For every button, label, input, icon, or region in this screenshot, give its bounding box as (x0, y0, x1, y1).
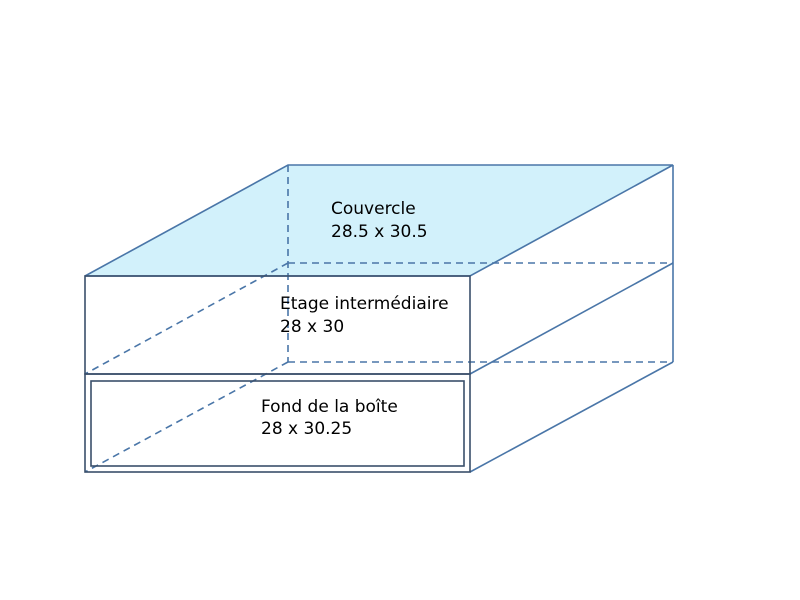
front-lower-panel (84, 373, 471, 473)
lid-name-label: Couvercle (331, 199, 416, 219)
hidden-bottom-left-edge (84, 361, 289, 473)
bottom-dimensions-label: 28 x 30.25 (261, 419, 352, 439)
lid-top-face (84, 164, 674, 277)
front-upper-panel (84, 275, 471, 375)
bottom-inner-frame (90, 380, 465, 467)
middle-name-label: Etage intermédiaire (280, 294, 449, 314)
right-bottom-edge (469, 361, 674, 473)
middle-dimensions-label: 28 x 30 (280, 317, 344, 337)
right-middle-edge (469, 262, 674, 375)
lid-dimensions-label: 28.5 x 30.5 (331, 222, 428, 242)
bottom-name-label: Fond de la boîte (261, 397, 398, 417)
hidden-middle-left-edge (84, 262, 289, 375)
